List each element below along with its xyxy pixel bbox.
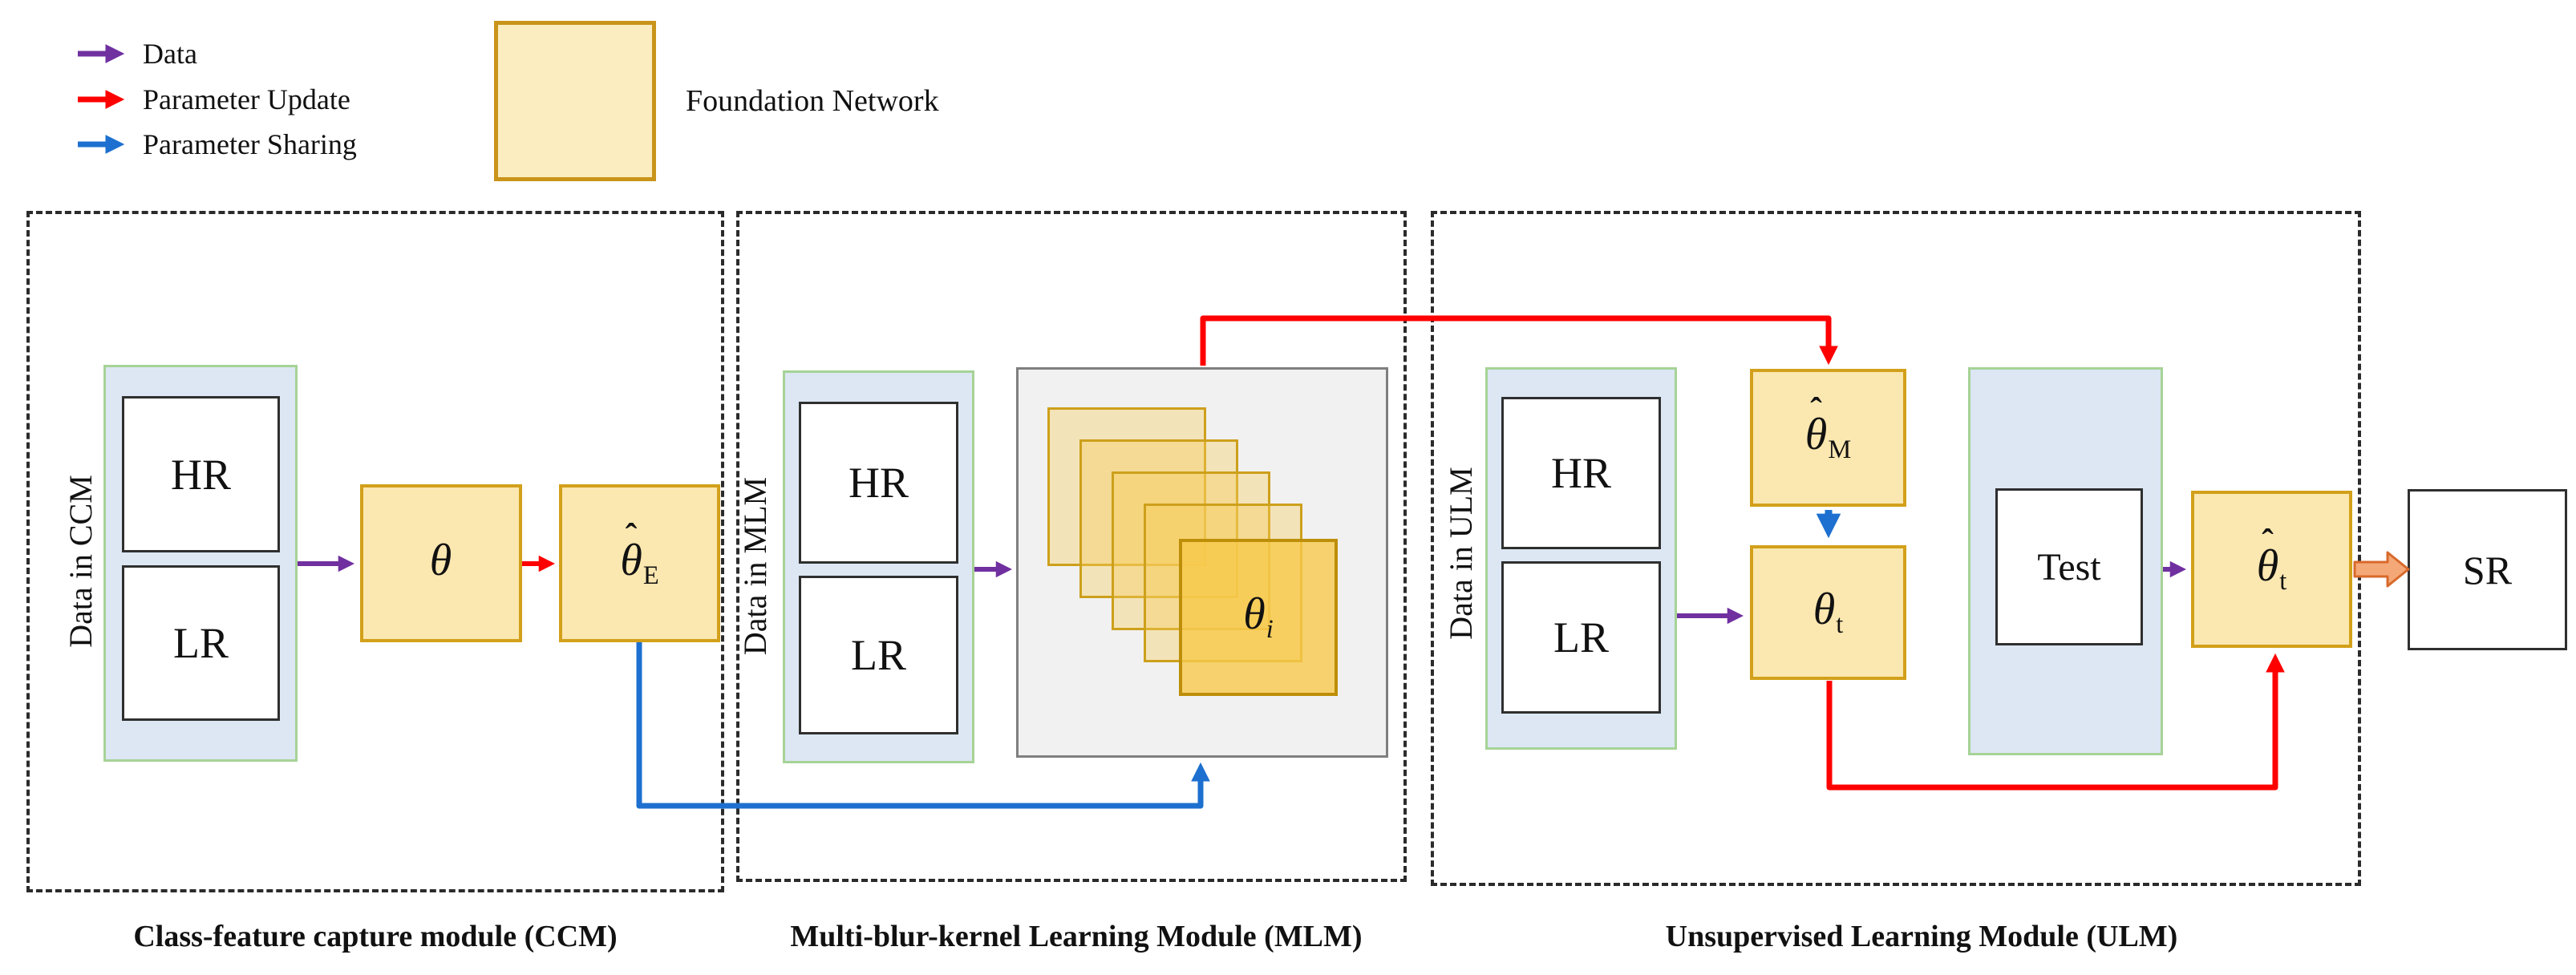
mlm-lr-box: LR <box>799 576 958 734</box>
mlm-caption: Multi-blur-kernel Learning Module (MLM) <box>790 920 1363 953</box>
mlm-side-label: Data in MLM <box>736 476 773 656</box>
mlm-module-frame <box>736 211 1407 882</box>
ulm-lr-box: LR <box>1501 561 1661 714</box>
ulm-hr-label: HR <box>1550 449 1611 497</box>
ulm-test-label: Test <box>2037 545 2101 589</box>
legend-item-parameter-update-label: Parameter Update <box>143 83 350 115</box>
ccm-theta-symbol: θ <box>429 535 452 585</box>
mlm-theta-i-symbol: θi <box>1243 589 1274 645</box>
ccm-side-label: Data in CCM <box>62 475 99 648</box>
legend-item-parameter-sharing-label: Parameter Sharing <box>143 128 357 160</box>
ulm-theta-t-symbol: θt <box>1813 585 1844 640</box>
ccm-lr-label: LR <box>172 619 229 667</box>
sr-output-arrow-icon <box>2353 551 2410 588</box>
ccm-hr-label: HR <box>170 450 231 499</box>
sr-output-box: SR <box>2408 489 2567 650</box>
mlm-theta-i-node: θi <box>1179 539 1338 696</box>
sr-label: SR <box>2462 547 2513 593</box>
ulm-side-label: Data in ULM <box>1442 467 1479 640</box>
ulm-caption: Unsupervised Learning Module (ULM) <box>1665 920 2178 953</box>
mlm-hr-box: HR <box>799 402 958 564</box>
ulm-module-frame <box>1431 211 2361 886</box>
ulm-theta-t-node: θt <box>1750 545 1906 680</box>
mlm-lr-label: LR <box>850 631 906 679</box>
ccm-caption: Class-feature capture module (CCM) <box>133 920 618 953</box>
foundation-network-swatch <box>494 21 656 181</box>
ulm-test-box: Test <box>1995 488 2143 645</box>
foundation-network-label: Foundation Network <box>686 84 939 118</box>
ulm-lr-label: LR <box>1553 613 1609 661</box>
mlm-hr-label: HR <box>848 459 909 507</box>
ccm-lr-box: LR <box>122 565 280 721</box>
ccm-module-frame <box>26 211 724 892</box>
ulm-hr-box: HR <box>1501 397 1661 549</box>
ccm-hr-box: HR <box>122 396 280 552</box>
ccm-theta-node: θ <box>360 484 522 642</box>
legend-item-data-label: Data <box>143 38 197 70</box>
